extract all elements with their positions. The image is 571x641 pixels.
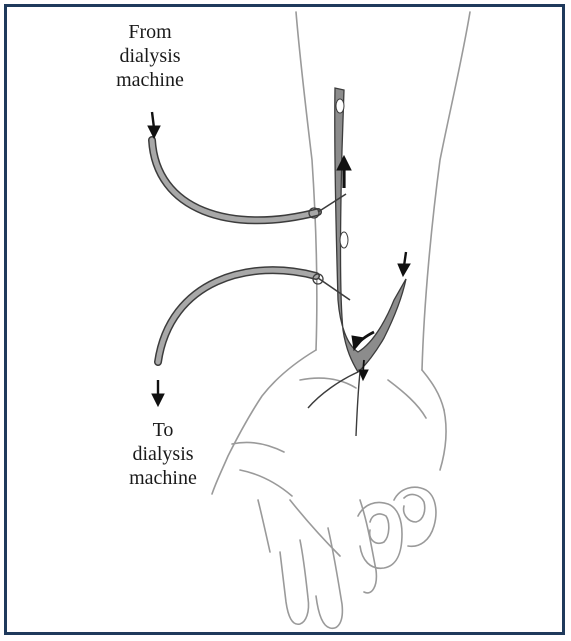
arrow-artery-down-icon [398, 252, 410, 276]
from-machine-tube [152, 140, 346, 220]
flow-arrows [148, 112, 410, 406]
label-to-line3: machine [88, 466, 238, 490]
label-from-line1: From [75, 20, 225, 44]
label-from-line2: dialysis [75, 44, 225, 68]
label-to-dialysis-machine: To dialysis machine [88, 418, 238, 490]
label-from-line3: machine [75, 68, 225, 92]
label-to-line2: dialysis [88, 442, 238, 466]
to-machine-tube [158, 270, 350, 362]
vein-fistula [308, 88, 406, 436]
arrow-from-machine-icon [148, 112, 160, 138]
label-to-line1: To [88, 418, 238, 442]
label-from-dialysis-machine: From dialysis machine [75, 20, 225, 92]
arrow-to-machine-icon [152, 380, 164, 406]
